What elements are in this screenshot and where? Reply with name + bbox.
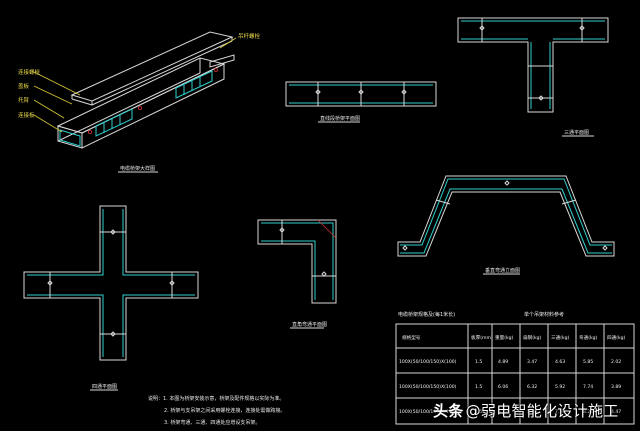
table-cell: 4.63: [555, 359, 565, 365]
table-cell: 6.28: [498, 409, 508, 415]
table-cell: 7.20: [555, 409, 565, 415]
table-cell: 3.89: [611, 384, 621, 390]
iso-end-plate: [59, 129, 81, 147]
tee-outline: [457, 17, 609, 113]
table-cell: 1.5: [475, 409, 482, 415]
iso-cable-tray-view: 连接螺栓 盖板 托臂 连接板 吊杆螺栓 电缆桥架大样图: [18, 31, 261, 173]
table-cell: 7.74: [583, 384, 593, 390]
table-title-left: 电缆桥架规格及(每1米长): [398, 311, 455, 318]
table-cell: 1.5: [475, 359, 482, 365]
materials-table: 电缆桥架规格及(每1米长) 单个吊架材料参考 规格型号 板厚(mm) 重量(kg…: [395, 311, 635, 425]
straight-tray-view: 直线段桥架平面图: [285, 81, 437, 123]
table-cell: 4.89: [498, 359, 508, 365]
iso-trough-top: [56, 57, 226, 134]
table-cell: 3.47: [527, 359, 537, 365]
tee-view-title: 三通平面图: [564, 129, 589, 136]
iso-cover-plate: [70, 31, 234, 102]
watermark-brand: 头条: [433, 401, 464, 420]
table-cell: 8.23: [583, 409, 593, 415]
cross-view: 四通平面图: [23, 205, 199, 391]
iso-callout-label: 连接螺栓: [18, 68, 41, 76]
table-cell: 100X(50/100/150)X(100): [399, 359, 457, 365]
iso-callout-label: 吊杆螺栓: [238, 32, 261, 40]
cross-outline: [23, 205, 199, 361]
table-cell: 6.32: [527, 384, 537, 390]
table-title-right: 单个吊架材料参考: [524, 311, 564, 318]
table-cell: 2.02: [611, 359, 621, 365]
table-cell: 1.5: [475, 384, 482, 390]
tee-view: 三通平面图: [457, 17, 609, 137]
table-cell: 4.47: [611, 409, 621, 415]
note-line: 说明：1. 本图为桥架安装示意，桥架及配件规格以实际为准。: [148, 395, 284, 402]
note-line: 3. 桥架弯通、三通、四通处应增设支吊架。: [164, 419, 260, 426]
table-header-cell: 重量(kg): [495, 334, 514, 341]
table-header-cell: 规格型号: [402, 334, 421, 341]
watermark: 头条 @弱电智能化设计施工: [433, 398, 619, 422]
table-header-cell: 弯通(kg): [579, 334, 598, 341]
stepped-bend-outline: [397, 175, 615, 257]
iso-callout-label: 盖板: [18, 82, 30, 90]
elbow-outline: [257, 219, 337, 304]
watermark-handle: @弱电智能化设计施工: [465, 401, 619, 420]
table-header-cell: 扁钢(kg): [523, 334, 542, 341]
table-cell: 6.06: [498, 384, 508, 390]
cross-view-title: 四通平面图: [92, 383, 117, 390]
iso-callout-label: 托臂: [18, 96, 30, 104]
table-header-cell: 板厚(mm): [471, 334, 493, 341]
table-header-cell: 四通(kg): [607, 334, 626, 341]
notes-block: 说明：1. 本图为桥架安装示意，桥架及配件规格以实际为准。 2. 桥架与支吊架之…: [148, 395, 285, 426]
table-cell: 5.85: [583, 359, 593, 365]
elbow-view-title: 直角弯通平面图: [292, 321, 327, 328]
table-header-cell: 三通(kg): [551, 334, 570, 341]
stepped-bend-view-title: 垂直弯通立面图: [485, 267, 520, 274]
table-cell: 100X(50/100/150)X(100): [399, 409, 457, 415]
elbow-view: 直角弯通平面图: [257, 219, 337, 329]
table-cell: 5.98: [527, 409, 537, 415]
iso-callout-label: 连接板: [18, 111, 35, 119]
table-cell: 100X(50/100/150)X(100): [399, 384, 457, 390]
straight-view-title: 直线段桥架平面图: [320, 115, 360, 122]
iso-view-title: 电缆桥架大样图: [120, 165, 155, 172]
note-line: 2. 桥架与支吊架之间采用螺栓连接，连接处需做跨接。: [164, 407, 285, 414]
table-cell: 5.92: [555, 384, 565, 390]
stepped-bend-view: 垂直弯通立面图: [397, 175, 615, 275]
